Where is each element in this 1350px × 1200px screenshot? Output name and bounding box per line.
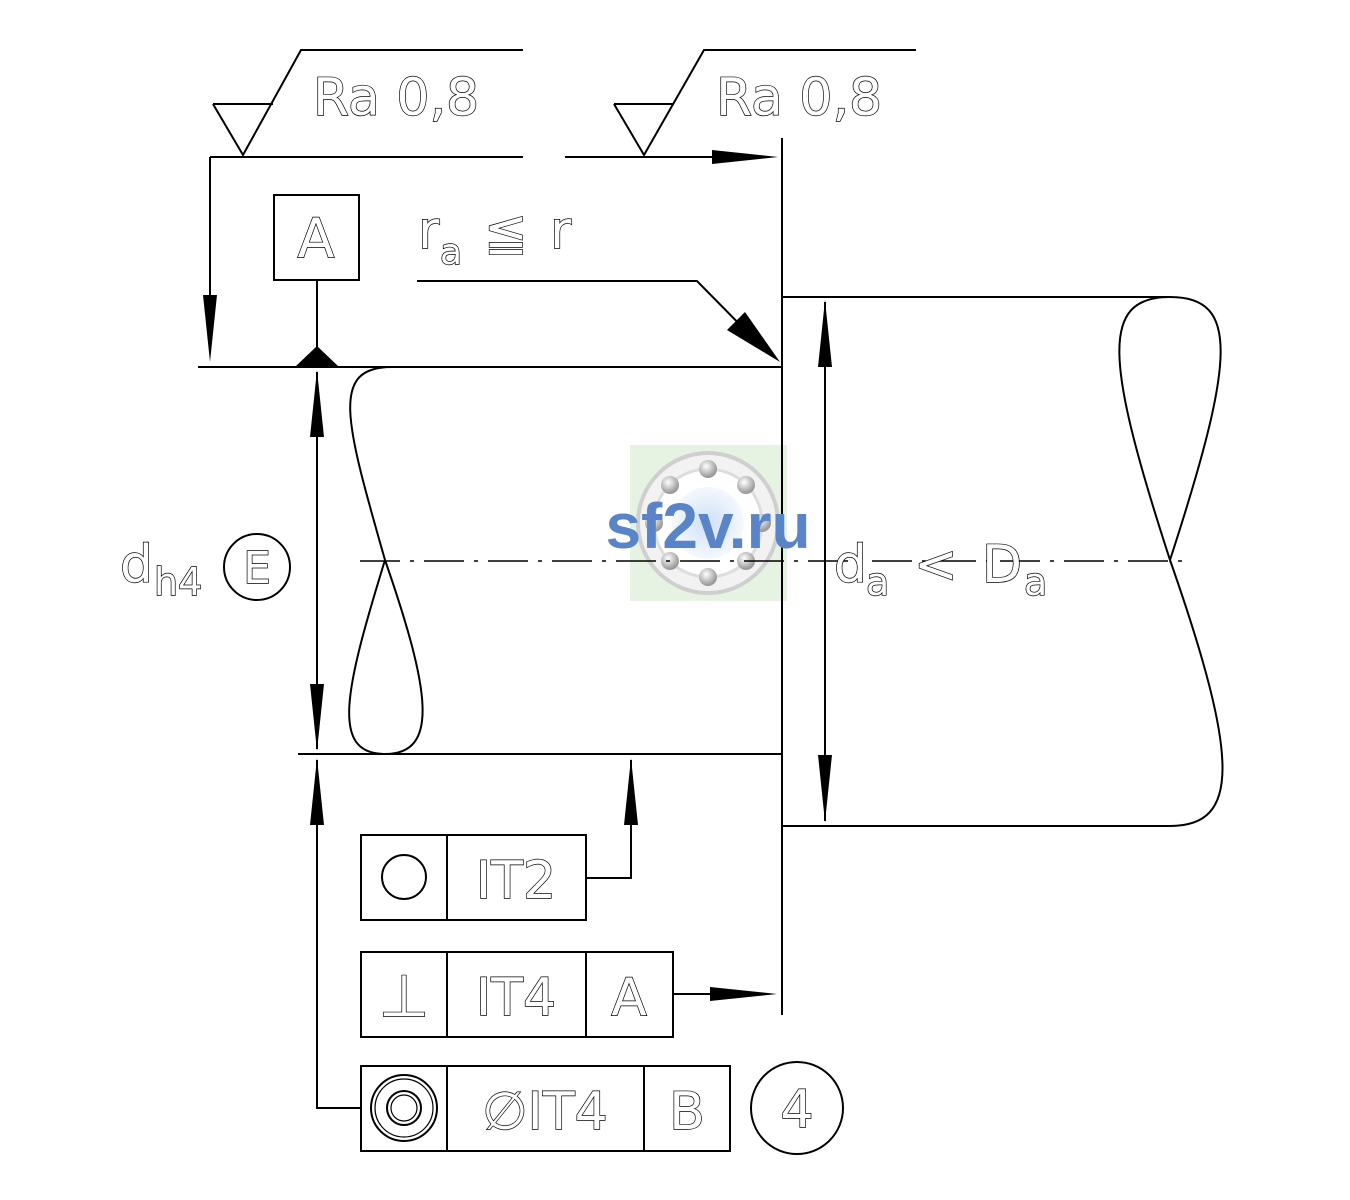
radius-note-r-right: r — [550, 201, 572, 261]
watermark-text: sf2v.ru — [605, 490, 810, 562]
bearing-balls — [645, 460, 771, 586]
envelope-circle-icon — [223, 533, 291, 601]
circularity-leader — [587, 760, 632, 879]
concentricity-icon — [370, 1074, 438, 1142]
radius-note: r a ≦ r — [417, 200, 572, 273]
arrowhead — [818, 300, 832, 367]
datum-triangle-icon — [296, 346, 338, 366]
envelope-symbol-label: E — [243, 543, 271, 594]
arrowhead — [203, 295, 217, 362]
radius-note-r-main: r — [418, 201, 440, 261]
circularity-icon — [381, 854, 427, 900]
perpendicularity-icon: ⊥ — [379, 962, 430, 1030]
note-number-label: 4 — [780, 1080, 813, 1140]
tolerance-frame-concentricity — [360, 1065, 731, 1152]
tolerance-frame-perpendicularity — [360, 951, 674, 1038]
housing-dimension-left-main: d — [834, 535, 867, 595]
tolerance-frame-circularity — [360, 834, 587, 921]
housing-break-curve — [1169, 559, 1224, 827]
arrowhead — [310, 684, 324, 751]
perpendicularity-datum: A — [611, 968, 647, 1028]
datum-a-label: A — [298, 207, 335, 270]
arrowhead — [710, 987, 777, 1001]
surface-finish-symbol-right — [613, 49, 916, 157]
housing-dimension-relation: < — [914, 535, 958, 595]
housing-dimension-right-sub: a — [1024, 560, 1047, 604]
housing-dimension-right-main: D — [982, 535, 1022, 595]
concentricity-tolerance-value: ∅IT4 — [482, 1082, 607, 1142]
arrowhead — [310, 370, 324, 437]
radius-leader — [417, 280, 761, 346]
shaft-dimension-main: d — [120, 535, 153, 595]
surface-finish-label-right: Ra 0,8 — [716, 68, 882, 128]
note-number-circle — [750, 1061, 844, 1155]
concentricity-leader — [316, 760, 361, 1109]
concentricity-datum: B — [669, 1082, 705, 1142]
arrowhead — [310, 758, 324, 825]
arrowhead — [818, 755, 832, 822]
datum-a-box — [273, 194, 360, 281]
surface-finish-label-left: Ra 0,8 — [313, 68, 479, 128]
housing-dimension-left-sub: a — [866, 560, 889, 604]
watermark-logo — [630, 445, 787, 601]
perpendicularity-tolerance-value: IT4 — [476, 968, 556, 1028]
shaft-dimension-label: d h4 E — [119, 534, 271, 604]
housing-dimension-label: d a < D a — [833, 534, 1048, 604]
circularity-tolerance-value: IT2 — [476, 851, 556, 911]
radius-note-relation: ≦ — [484, 203, 528, 263]
housing-break-loop — [1118, 296, 1222, 564]
arrowhead — [727, 312, 780, 362]
radius-note-r-sub: a — [440, 232, 462, 273]
arrowhead — [712, 150, 778, 164]
shaft-dimension-subscript: h4 — [154, 560, 202, 604]
shaft-break-curve — [348, 366, 424, 756]
surface-finish-symbol-left — [212, 49, 523, 158]
arrowhead — [624, 758, 638, 825]
